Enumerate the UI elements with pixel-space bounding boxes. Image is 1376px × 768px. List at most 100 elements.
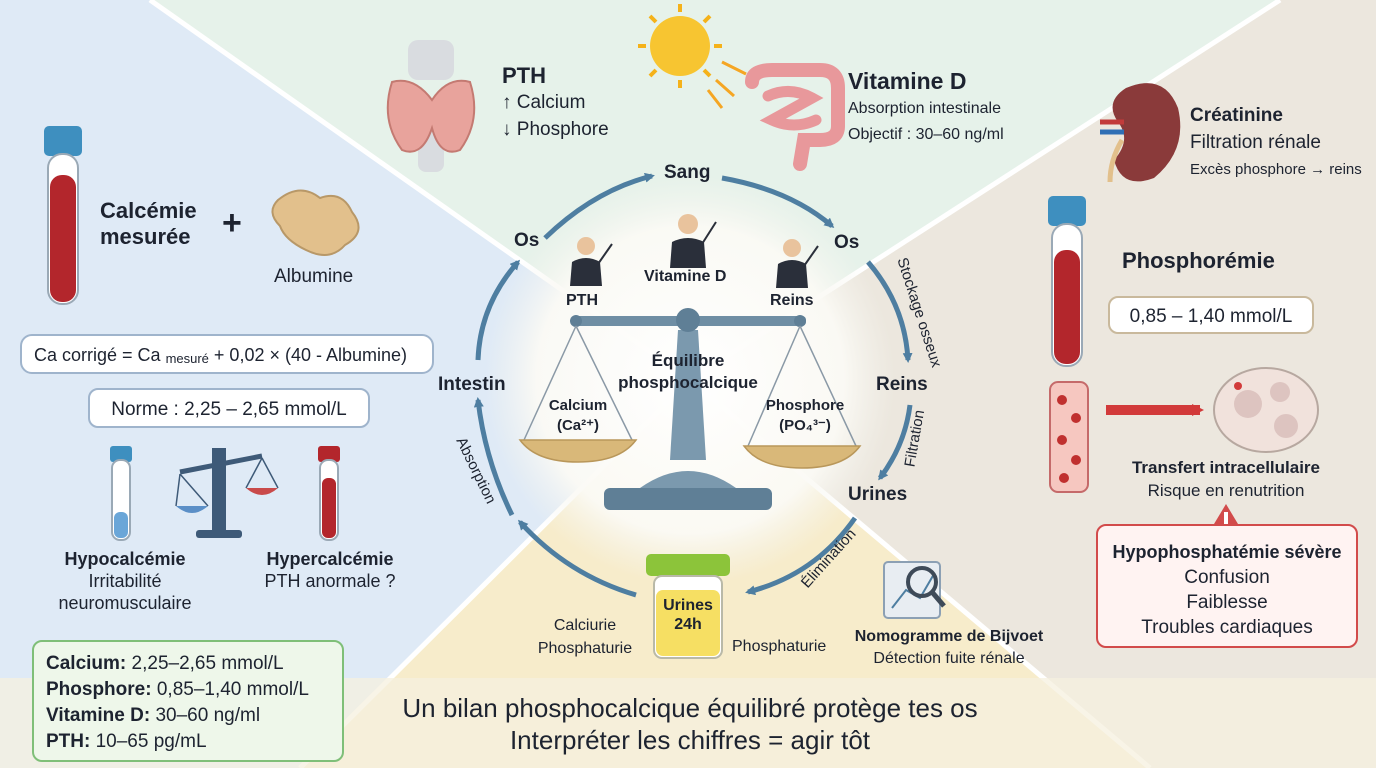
reference-label: Vitamine D: <box>46 705 151 726</box>
formula-box: Ca corrigé = Ca mesuré + 0,02 × (40 - Al… <box>20 334 434 374</box>
hypocalcemie-title: Hypocalcémie <box>64 549 186 569</box>
calciurie-block: Calciurie Phosphaturie <box>524 614 646 660</box>
balance-scale-icon <box>518 308 862 510</box>
alert-line1: Confusion <box>1184 567 1270 588</box>
phosphore-label: Phosphore <box>765 397 845 414</box>
hypocalcemie-block: Hypocalcémie Irritabilité neuromusculair… <box>40 548 210 614</box>
albumine-label: Albumine <box>274 266 354 287</box>
nomogramme-title: Nomogramme de Bijvoet <box>854 628 1044 645</box>
calcemie-line1: Calcémie <box>100 198 197 223</box>
creatinine-title: Créatinine <box>1190 105 1283 126</box>
reference-label: PTH: <box>46 731 91 752</box>
vitamine-d-line1: Absorption intestinale <box>848 100 1001 117</box>
reference-values-box: Calcium: 2,25–2,65 mmol/L Phosphore: 0,8… <box>32 640 344 762</box>
phosphoremie-range: 0,85 – 1,40 mmol/L <box>1129 306 1293 327</box>
phosphoremie-title: Phosphorémie <box>1122 248 1275 273</box>
norme-text: Norme : 2,25 – 2,65 mmol/L <box>111 399 347 420</box>
conductor-icon <box>776 239 819 288</box>
magnifier-chart-icon <box>883 561 946 619</box>
urines-24h-line2: 24h <box>674 616 702 633</box>
vitamine-d-line2: Objectif : 30–60 ng/ml <box>848 126 1004 143</box>
reference-value: 0,85–1,40 mmol/L <box>156 679 309 700</box>
equilibre-title: Équilibre phosphocalcique <box>606 350 770 394</box>
scale-icon <box>175 448 279 538</box>
reference-value: 10–65 pg/mL <box>95 731 207 752</box>
test-tube-icon <box>1048 196 1086 367</box>
transfert-line1: Risque en renutrition <box>1147 481 1305 500</box>
reference-row: PTH: 10–65 pg/mL <box>46 729 330 755</box>
blood-vessel-icon <box>1049 381 1089 493</box>
test-tube-icon <box>44 126 82 305</box>
conductor-icon <box>670 214 717 268</box>
reins-label: Reins <box>876 374 928 395</box>
vitamine-d-title: Vitamine D <box>848 68 967 94</box>
pth-title: PTH <box>502 63 546 88</box>
equilibre-line1: Équilibre <box>651 351 725 370</box>
alert-line2: Faiblesse <box>1186 592 1268 613</box>
reference-value: 30–60 ng/ml <box>155 705 261 726</box>
reference-value: 2,25–2,65 mmol/L <box>131 653 284 674</box>
reference-row: Phosphore: 0,85–1,40 mmol/L <box>46 677 330 703</box>
intestine-icon <box>745 63 845 171</box>
thyroid-icon <box>386 40 476 172</box>
hypercalcemie-title: Hypercalcémie <box>266 549 394 569</box>
alert-line3: Troubles cardiaques <box>1141 617 1313 638</box>
calcium-ion: (Ca²⁺) <box>556 417 600 434</box>
alert-title: Hypophosphatémie sévère <box>1112 542 1342 562</box>
hypophosphatemie-alert: Hypophosphatémie sévère Confusion Faible… <box>1096 524 1358 648</box>
pth-block: PTH ↑ Calcium ↓ Phosphore <box>502 62 609 143</box>
hypercalcemie-line1: PTH anormale ? <box>264 571 396 591</box>
nomogramme-block: Nomogramme de Bijvoet Détection fuite ré… <box>842 626 1056 670</box>
hypercalcemie-block: Hypercalcémie PTH anormale ? <box>248 548 412 592</box>
creatinine-block: Créatinine Filtration rénale Excès phosp… <box>1190 102 1362 183</box>
calcium-label: Calcium <box>548 397 608 414</box>
slogan-line2: Interpréter les chiffres = agir tôt <box>509 725 871 755</box>
slogan: Un bilan phosphocalcique équilibré protè… <box>340 692 1040 756</box>
phosphore-ion: (PO₄³⁻) <box>779 417 831 434</box>
creatinine-line2: Excès phosphore → reins <box>1190 161 1362 178</box>
kidney-icon <box>1100 83 1181 183</box>
norme-box: Norme : 2,25 – 2,65 mmol/L <box>88 388 370 428</box>
calcium-pan-label: Calcium (Ca²⁺) <box>526 396 630 436</box>
hypocalcemie-line2: neuromusculaire <box>58 593 192 613</box>
formula-prefix: Ca corrigé = Ca <box>34 345 166 365</box>
urines-24h-label: Urines 24h <box>654 596 722 634</box>
sun-icon <box>638 4 747 109</box>
calcemie-line2: mesurée <box>100 224 191 249</box>
reference-label: Phosphore: <box>46 679 152 700</box>
conductor-reins-label: Reins <box>770 292 814 309</box>
transfert-title: Transfert intracellulaire <box>1131 458 1321 477</box>
nomogramme-detection: Détection fuite rénale <box>873 650 1025 667</box>
cell-icon <box>1213 367 1319 453</box>
conductor-icon <box>570 237 613 286</box>
creatinine-line1: Filtration rénale <box>1190 132 1321 153</box>
urines-24h-line1: Urines <box>663 597 713 614</box>
formula-subscript: mesuré <box>165 351 209 366</box>
conductor-vitamine-d-label: Vitamine D <box>644 268 727 285</box>
intestin-label: Intestin <box>438 374 506 395</box>
plus-sign: + <box>222 204 242 242</box>
os-left-label: Os <box>514 230 540 251</box>
calciurie-label: Calciurie <box>553 617 617 634</box>
sang-label: Sang <box>664 162 711 183</box>
calcemie-label: Calcémie mesurée <box>100 198 197 250</box>
conductor-pth-label: PTH <box>566 292 598 309</box>
equilibre-line2: phosphocalcique <box>618 373 758 392</box>
pth-line1: ↑ Calcium <box>502 92 586 113</box>
correction-formula: Ca corrigé = Ca mesuré + 0,02 × (40 - Al… <box>34 345 407 366</box>
urine-container-icon <box>646 554 730 659</box>
hypocalcemie-line1: Irritabilité <box>88 571 162 591</box>
formula-suffix: + 0,02 × (40 - Albumine) <box>208 345 408 365</box>
phosphoremie-range-box: 0,85 – 1,40 mmol/L <box>1108 296 1314 334</box>
transfert-block: Transfert intracellulaire Risque en renu… <box>1106 456 1346 502</box>
slogan-line1: Un bilan phosphocalcique équilibré protè… <box>402 693 978 723</box>
pth-line2: ↓ Phosphore <box>502 119 609 140</box>
phosphaturie-right-label: Phosphaturie <box>732 638 827 655</box>
vitamine-d-block: Vitamine D Absorption intestinale Object… <box>848 66 1004 148</box>
reference-row: Vitamine D: 30–60 ng/ml <box>46 703 330 729</box>
reference-label: Calcium: <box>46 653 127 674</box>
urines-label: Urines <box>848 484 908 505</box>
reference-row: Calcium: 2,25–2,65 mmol/L <box>46 651 330 677</box>
